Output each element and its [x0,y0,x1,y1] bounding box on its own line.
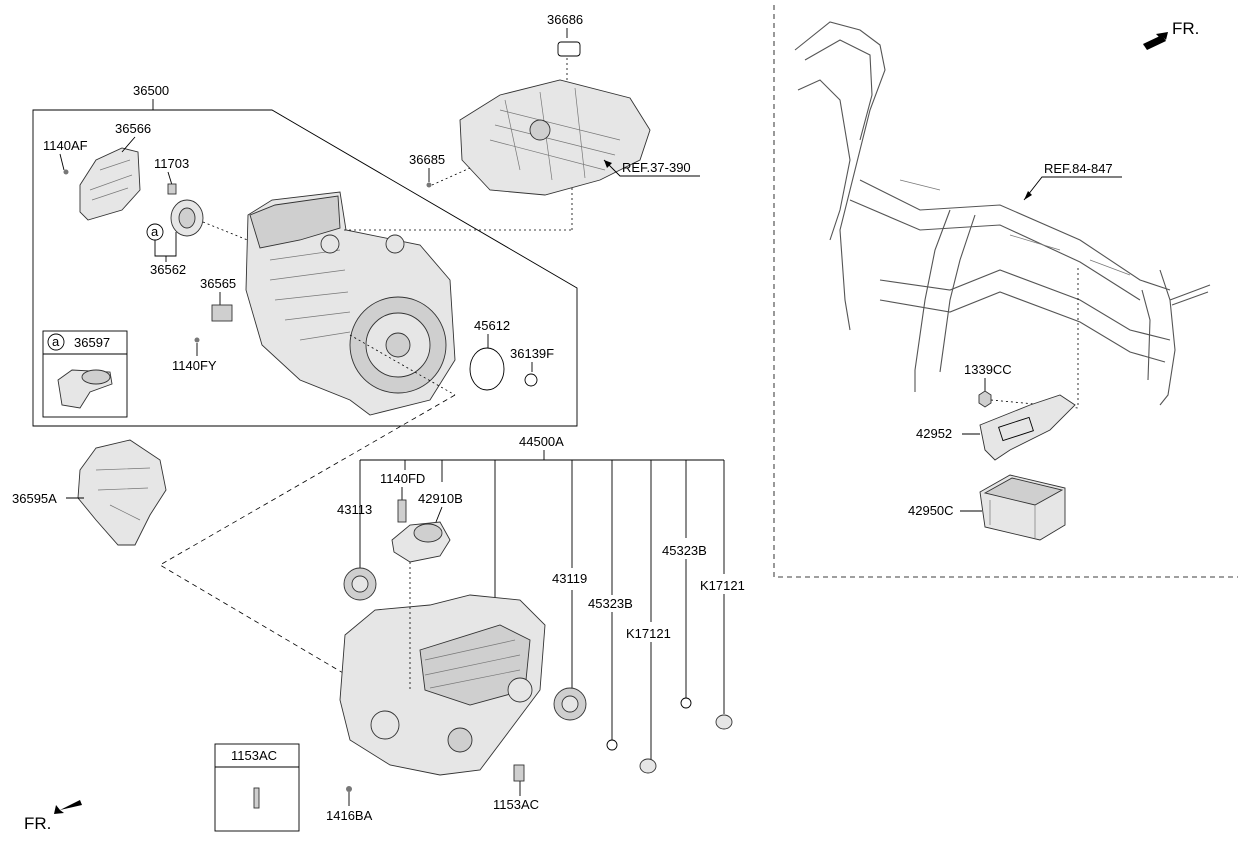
legend-marker: a [52,334,60,349]
electric-motor [245,191,456,416]
actuator-42910B [391,521,451,563]
callout-K17121-b: K17121 [700,578,745,593]
callout-45323B-a: 45323B [588,596,633,611]
o-ring-36139F [524,373,538,387]
o-ring-45612 [469,347,505,391]
control-unit-42950C [979,474,1066,541]
legend-box [42,330,128,418]
callout-1140FD: 1140FD [380,471,425,486]
marker-a: a [151,224,159,239]
ref-84-847: REF.84-847 [1044,161,1113,176]
callout-36686: 36686 [547,12,583,27]
plug-K17121-b [715,714,733,730]
reference-box [214,743,300,832]
callout-1140AF: 1140AF [43,138,88,153]
pin-1416BA [346,786,352,792]
callout-36139F: 36139F [510,346,554,361]
front-direction-arrow-bottom: FR. [24,800,82,833]
callout-42952: 42952 [916,426,952,441]
reducer-housing [339,594,546,776]
bolt-1140FY [194,337,200,343]
resolver-36562 [170,199,204,237]
callout-36566: 36566 [115,121,151,136]
resolver-seal-36597 [57,369,113,409]
callout-1153AC: 1153AC [493,797,539,812]
nut-1339CC [978,390,992,408]
oil-seal-43119 [553,687,587,721]
callout-43113: 43113 [337,502,372,517]
front-direction-arrow-top: FR. [1143,19,1199,50]
motor-assembly-box [32,109,578,427]
callout-45323B-b: 45323B [662,543,707,558]
callout-36500: 36500 [133,83,169,98]
callout-K17121-a: K17121 [626,626,671,641]
motor-cover-36566 [79,147,141,221]
callout-11703: 11703 [154,156,189,171]
o-ring-45323B-a [606,739,618,751]
callout-1140FY: 1140FY [172,358,217,373]
bracket-42952 [979,394,1076,461]
reference-box-bolt [253,787,260,809]
callout-36595A: 36595A [12,491,57,506]
plug-K17121-a [639,758,657,774]
legend-part: 36597 [74,335,110,350]
front-direction-label: FR. [1172,19,1199,38]
callout-1416BA: 1416BA [326,808,373,823]
callout-42910B: 42910B [418,491,463,506]
bolt-1140FD [397,499,407,523]
ref-37-390: REF.37-390 [622,160,691,175]
gasket-36686 [557,41,581,57]
front-direction-label-bottom: FR. [24,814,51,833]
cowl-crossmember-frame [794,21,1211,406]
callout-36685: 36685 [409,152,445,167]
callout-1339CC: 1339CC [964,362,1012,377]
bolt-11703 [167,183,177,195]
callout-42950C: 42950C [908,503,954,518]
inverter-unit [459,79,651,196]
vehicle-section-boundary [773,5,1238,578]
reference-box-part: 1153AC [231,748,277,763]
callout-36562: 36562 [150,262,186,277]
bolt-1153AC [513,764,525,782]
callout-44500A: 44500A [519,434,564,449]
oil-seal-43113 [343,567,377,601]
sensor-36565 [211,304,233,322]
o-ring-45323B-b [680,697,692,709]
callout-45612: 45612 [474,318,510,333]
motor-mount-36595A [77,439,167,546]
bolt-36685 [426,182,432,188]
callout-36565: 36565 [200,276,236,291]
callout-43119: 43119 [552,571,587,586]
bolt-1140AF [63,169,69,175]
